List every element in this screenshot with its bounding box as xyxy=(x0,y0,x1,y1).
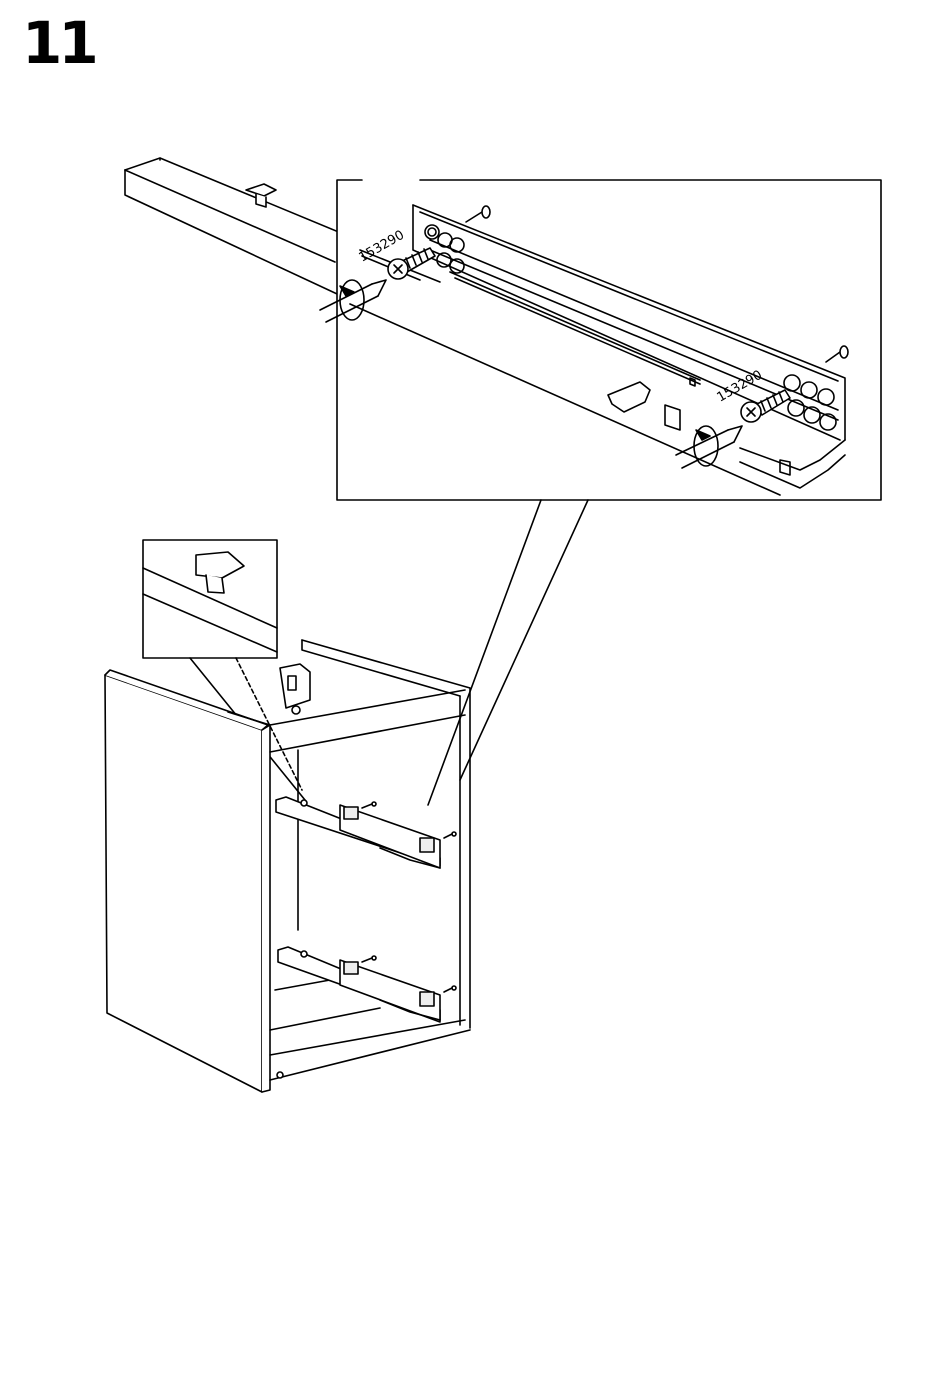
front-rail xyxy=(125,158,370,300)
upper-runner xyxy=(276,797,440,868)
cabinet-hole xyxy=(277,1072,283,1078)
cabinet xyxy=(105,640,470,1092)
callout-lines xyxy=(428,500,588,805)
inset-box xyxy=(143,540,277,658)
